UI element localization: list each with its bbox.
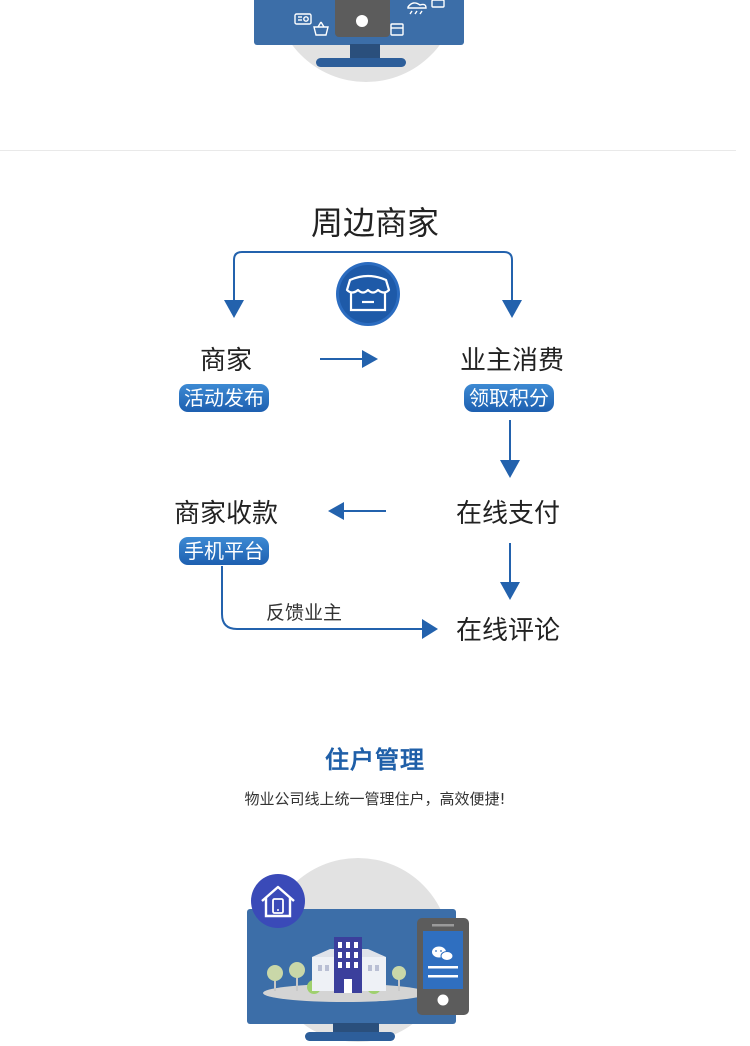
arrowhead-right-2 <box>422 619 438 639</box>
arrowhead-right-1 <box>362 350 378 368</box>
node-merchant-collect: 商家收款 <box>174 499 279 529</box>
node-online-review: 在线评论 <box>456 616 561 646</box>
arrowhead-right-down <box>502 300 522 318</box>
node-online-pay: 在线支付 <box>456 499 561 529</box>
note-icon <box>431 0 445 8</box>
feedback-line <box>221 566 426 630</box>
phone-device <box>417 918 469 1015</box>
arrowhead-down-1 <box>500 460 520 478</box>
monitor-stand <box>333 1023 379 1033</box>
tag-activity-publish: 活动发布 <box>179 384 269 412</box>
rain-icon <box>407 2 427 15</box>
house-phone-icon <box>251 874 305 928</box>
wechat-icon <box>432 946 454 961</box>
flow-arrows <box>221 251 522 639</box>
building-icon <box>312 937 386 993</box>
top-monitor-stand <box>350 44 380 59</box>
section-title: 住户管理 <box>325 746 425 774</box>
top-phone-button <box>356 15 368 27</box>
radio-icon <box>294 13 312 25</box>
top-monitor-base <box>316 58 406 67</box>
monitor-base <box>305 1032 395 1041</box>
top-illustration <box>254 0 464 82</box>
node-merchant: 商家 <box>200 346 253 376</box>
calendar-icon <box>390 23 404 36</box>
phone-home-button <box>437 994 449 1006</box>
section-subtitle: 物业公司线上统一管理住户，高效便捷! <box>244 790 506 808</box>
feedback-label: 反馈业主 <box>266 602 343 624</box>
tag-get-points: 领取积分 <box>464 384 554 412</box>
arrowhead-left-1 <box>328 502 344 520</box>
node-owner-consume: 业主消费 <box>460 346 565 376</box>
bracket-line <box>233 251 513 305</box>
basket-icon <box>313 21 329 36</box>
shop-icon <box>336 262 400 326</box>
section-divider <box>0 150 736 151</box>
arrowhead-left-down <box>224 300 244 318</box>
arrowhead-down-2 <box>500 582 520 600</box>
resident-illustration <box>247 858 469 1042</box>
flow-title: 周边商家 <box>310 204 439 242</box>
tag-mobile-platform: 手机平台 <box>179 537 269 565</box>
